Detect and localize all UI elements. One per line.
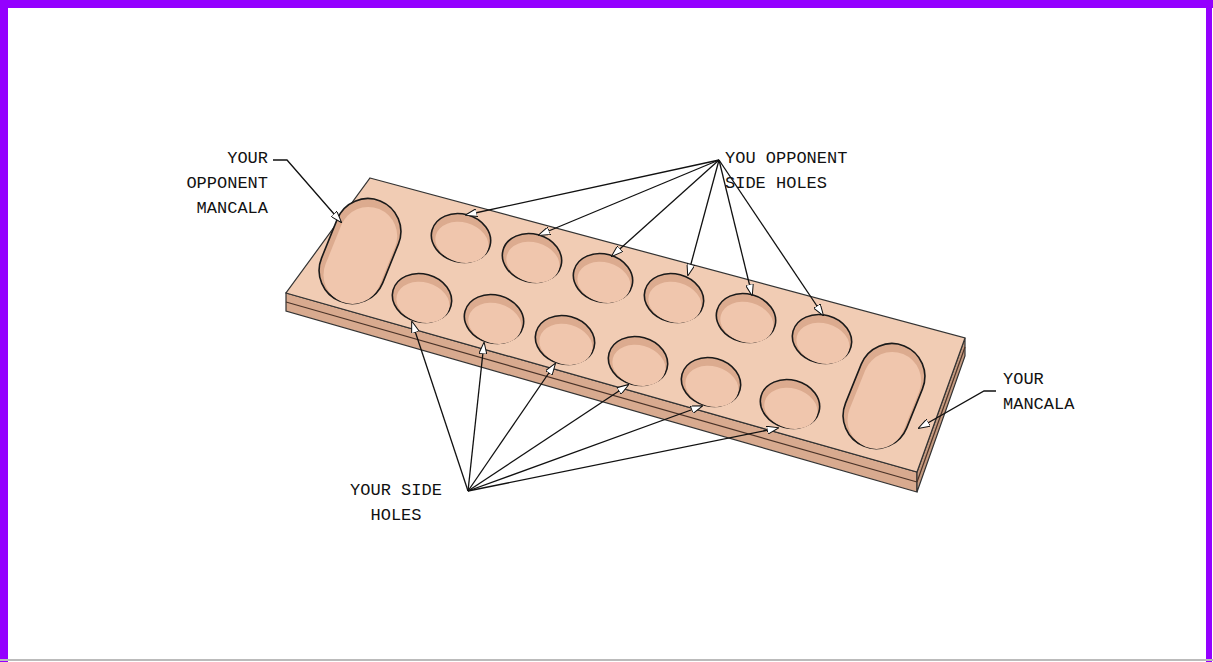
leader-line	[466, 160, 719, 215]
hole	[568, 247, 638, 309]
hole	[530, 309, 600, 371]
board-top-face	[286, 178, 965, 472]
part-label: YOUR MANCALA	[1003, 367, 1074, 417]
frame-left	[0, 0, 8, 662]
hole	[459, 288, 529, 350]
hole	[497, 227, 567, 289]
hole	[387, 267, 457, 329]
hole	[676, 351, 746, 413]
mancala-floor	[839, 343, 930, 457]
leader-line	[273, 160, 341, 222]
leader-line	[612, 160, 719, 256]
hole	[603, 330, 673, 392]
hole	[711, 287, 781, 349]
leader-lines	[273, 160, 996, 491]
part-label: YOU OPPONENT SIDE HOLES	[725, 146, 858, 196]
hole	[426, 207, 496, 269]
hole	[639, 267, 709, 329]
your-holes	[387, 267, 825, 435]
part-label: YOUR SIDE HOLES	[345, 478, 447, 528]
leader-line	[468, 428, 778, 491]
frame-top	[0, 0, 1213, 8]
leader-line	[688, 160, 719, 275]
leader-line	[919, 391, 996, 428]
leader-line	[468, 343, 484, 491]
leader-line	[468, 406, 702, 491]
leader-line	[412, 322, 468, 491]
leader-line	[539, 160, 719, 235]
frame-bottom	[0, 659, 1213, 661]
leader-line	[468, 364, 555, 491]
hole	[755, 373, 825, 435]
frame-right	[1206, 0, 1212, 662]
hole	[787, 308, 857, 370]
part-label: YOUR OPPONENT MANCALA	[186, 146, 268, 221]
